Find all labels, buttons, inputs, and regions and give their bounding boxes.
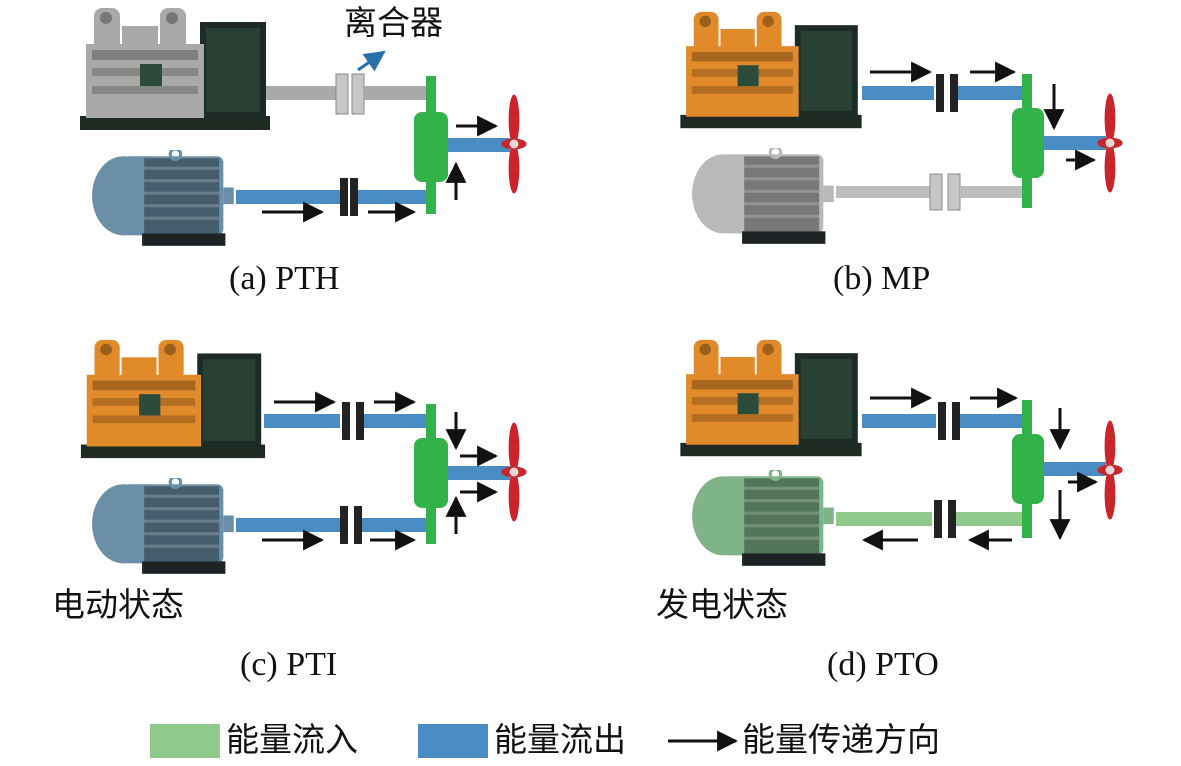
propeller-icon <box>501 94 527 194</box>
caption-b: (b) MP <box>833 260 931 297</box>
gearbox-icon <box>1012 434 1044 504</box>
clutch-icon <box>340 506 348 544</box>
diesel-engine-icon <box>680 339 862 457</box>
legend-inflow-label: 能量流入 <box>226 720 358 759</box>
legend-direction-label: 能量传递方向 <box>742 720 940 759</box>
clutch-icon <box>929 173 943 211</box>
clutch-icon <box>936 74 944 112</box>
gearbox-icon <box>414 112 448 182</box>
engine-shaft <box>266 86 342 100</box>
caption-d: (d) PTO <box>827 646 939 683</box>
caption-a: (a) PTH <box>229 260 340 297</box>
diesel-engine-icon <box>80 339 266 459</box>
clutch-icon <box>342 402 350 440</box>
diesel-engine-icon <box>680 11 862 129</box>
propeller-icon <box>1097 420 1123 520</box>
legend-outflow-label: 能量流出 <box>494 720 626 759</box>
motor-icon <box>90 478 236 576</box>
gearbox-icon <box>414 438 448 508</box>
panel-a <box>80 8 527 248</box>
state-label-d: 发电状态 <box>656 585 788 624</box>
clutch-label: 离合器 <box>344 3 443 42</box>
panel-b <box>680 11 1123 246</box>
propeller-icon <box>1097 93 1123 193</box>
generator-icon <box>690 470 836 568</box>
caption-c: (c) PTI <box>240 646 338 683</box>
panel-c <box>80 339 527 576</box>
gearbox-icon <box>1012 108 1044 178</box>
clutch-icon <box>340 178 348 216</box>
clutch-icon <box>938 402 946 440</box>
clutch-pointer <box>357 50 386 72</box>
clutch-icon <box>934 500 942 538</box>
state-label-c: 电动状态 <box>52 585 184 624</box>
panel-d <box>680 339 1123 568</box>
legend-outflow-swatch <box>418 724 488 758</box>
motor-icon <box>90 150 236 248</box>
motor-icon <box>690 148 836 246</box>
propeller-icon <box>501 422 527 522</box>
diesel-engine-icon <box>80 8 270 130</box>
clutch-icon <box>335 73 349 115</box>
legend-inflow-swatch <box>150 724 220 758</box>
